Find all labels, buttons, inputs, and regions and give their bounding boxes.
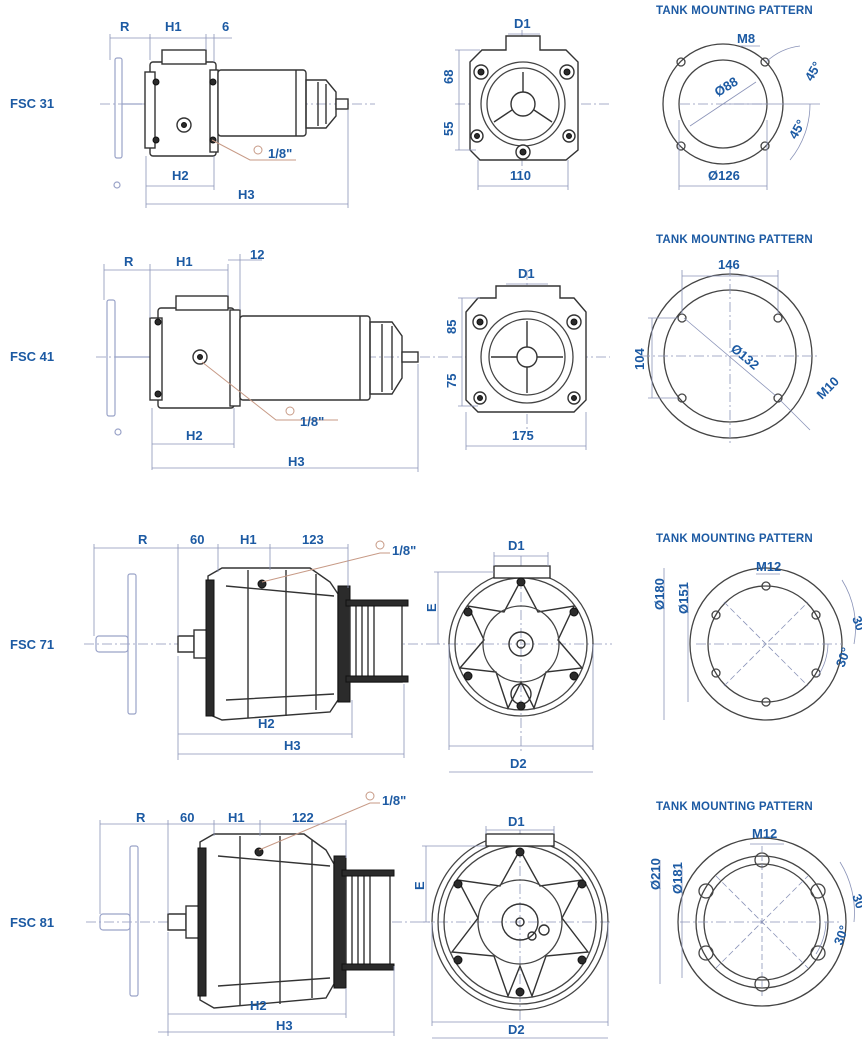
- pattern-inner-fsc81: Ø181: [670, 862, 685, 894]
- dim-d1-fsc71: D1: [508, 538, 525, 553]
- pattern-thread-fsc41: M10: [814, 374, 842, 402]
- dim-h1-fsc71: H1: [240, 532, 257, 547]
- dim-r-fsc71: R: [138, 532, 148, 547]
- row-fsc-31: FSC 31 1/8": [10, 5, 824, 208]
- model-label-fsc31: FSC 31: [10, 96, 54, 111]
- dim-123-fsc71: 123: [302, 532, 324, 547]
- dim-e-fsc81: E: [412, 881, 427, 890]
- model-label-fsc81: FSC 81: [10, 915, 54, 930]
- pattern-outer-fsc71: Ø180: [652, 578, 667, 610]
- dim-upper-fsc31: 68: [441, 70, 456, 84]
- dim-h3-fsc41: H3: [288, 454, 305, 469]
- dim-h2-fsc71: H2: [258, 716, 275, 731]
- port-label-fsc81: 1/8": [382, 793, 406, 808]
- mounting-pattern-fsc81: TANK MOUNTING PATTERN M12 Ø210 Ø181 30° …: [648, 801, 862, 1007]
- row-fsc-81: FSC 81 1/8" R 6: [10, 791, 862, 1039]
- front-view-fsc71: D1 E D2: [424, 538, 612, 773]
- pattern-angle1-fsc31: 45°: [802, 59, 825, 84]
- dim-h2-fsc41: H2: [186, 428, 203, 443]
- side-view-fsc41: 1/8" R H1 12 H2 H3: [96, 247, 450, 472]
- pattern-title-fsc71: TANK MOUNTING PATTERN: [656, 533, 813, 545]
- side-view-fsc81: 1/8" R 60 H1 122 H2 H3: [86, 791, 430, 1036]
- front-view-fsc41: D1 85 75 175: [444, 266, 610, 450]
- pattern-outer-fsc81: Ø210: [648, 858, 663, 890]
- handle-icon: [106, 299, 116, 417]
- dim-width-fsc41: 175: [512, 428, 534, 443]
- pattern-title-fsc31: TANK MOUNTING PATTERN: [656, 5, 813, 17]
- dim-d1-fsc81: D1: [508, 814, 525, 829]
- dim-h1-fsc31: H1: [165, 19, 182, 34]
- dim-60-fsc81: 60: [180, 810, 194, 825]
- pattern-angle2-fsc71: 30°: [833, 645, 854, 669]
- handle-icon: [114, 57, 123, 159]
- dim-h2-fsc31: H2: [172, 168, 189, 183]
- pattern-inner-fsc41: Ø132: [728, 341, 762, 373]
- dim-r-fsc81: R: [136, 810, 146, 825]
- pattern-height-fsc41: 104: [632, 348, 647, 370]
- pattern-outer-fsc31: Ø126: [708, 168, 740, 183]
- dim-122-fsc81: 122: [292, 810, 314, 825]
- dim-lower-fsc31: 55: [441, 122, 456, 136]
- mounting-pattern-fsc71: TANK MOUNTING PATTERN M12 Ø180 Ø151 30° …: [652, 533, 862, 721]
- dim-60-fsc71: 60: [190, 532, 204, 547]
- dim-upper-fsc41: 85: [444, 320, 459, 334]
- row-fsc-71: FSC 71 1/8": [10, 532, 862, 773]
- row-fsc-41: FSC 41 1/8" R: [10, 234, 842, 472]
- dim-lower-fsc41: 75: [444, 374, 459, 388]
- port-label-fsc41: 1/8": [300, 414, 324, 429]
- dim-e-fsc71: E: [424, 603, 439, 612]
- dim-h3-fsc71: H3: [284, 738, 301, 753]
- side-view-fsc71: 1/8" R 60 H1 123 H2 H3: [84, 532, 430, 760]
- pattern-title-fsc81: TANK MOUNTING PATTERN: [656, 801, 813, 813]
- dim-flange-fsc31: 6: [222, 19, 229, 34]
- dim-h2-fsc81: H2: [250, 998, 267, 1013]
- mounting-pattern-fsc31: TANK MOUNTING PATTERN Ø88 M8 45° 45° Ø12…: [656, 5, 824, 190]
- model-label-fsc71: FSC 71: [10, 637, 54, 652]
- pattern-angle2-fsc81: 30°: [831, 923, 852, 947]
- dim-d1-fsc31: D1: [514, 16, 531, 31]
- pattern-angle1-fsc81: 30°: [849, 892, 862, 916]
- port-label-fsc71: 1/8": [392, 543, 416, 558]
- front-view-fsc81: D1 E D2: [412, 814, 612, 1039]
- pattern-title-fsc41: TANK MOUNTING PATTERN: [656, 234, 813, 246]
- port-label-fsc31: 1/8": [268, 146, 292, 161]
- pattern-thread-fsc81: M12: [752, 826, 777, 841]
- dim-r-fsc41: R: [124, 254, 134, 269]
- front-view-fsc31: D1 68 55 110: [441, 16, 610, 190]
- dim-d2-fsc71: D2: [510, 756, 527, 771]
- side-view-fsc31: 1/8" R H1 6 H2 H3: [100, 19, 375, 208]
- model-label-fsc41: FSC 41: [10, 349, 54, 364]
- mounting-pattern-fsc41: TANK MOUNTING PATTERN 146 104 Ø132 M10: [632, 234, 842, 446]
- dim-h3-fsc81: H3: [276, 1018, 293, 1033]
- pattern-angle1-fsc71: 30°: [849, 614, 862, 638]
- dim-flange-fsc41: 12: [250, 247, 264, 262]
- dim-r-fsc31: R: [120, 19, 130, 34]
- dim-h1-fsc81: H1: [228, 810, 245, 825]
- pattern-thread-fsc71: M12: [756, 559, 781, 574]
- dim-h3-fsc31: H3: [238, 187, 255, 202]
- handle-icon: [129, 845, 139, 997]
- dim-d1-fsc41: D1: [518, 266, 535, 281]
- dim-h1-fsc41: H1: [176, 254, 193, 269]
- pattern-angle2-fsc31: 45°: [786, 117, 809, 142]
- dim-width-fsc31: 110: [510, 168, 531, 183]
- pattern-inner-fsc71: Ø151: [676, 582, 691, 614]
- pattern-width-fsc41: 146: [718, 257, 740, 272]
- pattern-thread-fsc31: M8: [737, 31, 755, 46]
- dim-d2-fsc81: D2: [508, 1022, 525, 1037]
